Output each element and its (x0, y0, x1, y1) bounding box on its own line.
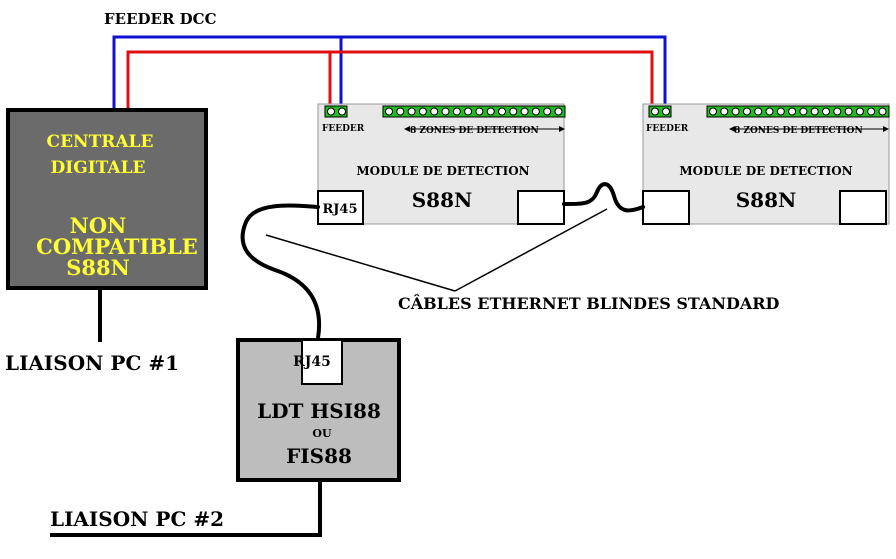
module2-rj45-out (839, 190, 887, 225)
feeder-terminal (648, 105, 672, 118)
screw-terminal (810, 107, 819, 116)
blue-wire-2 (341, 35, 667, 106)
zone-terminal-strip (706, 105, 890, 118)
screw-terminal (520, 107, 529, 116)
screw-terminal (475, 107, 484, 116)
screw-terminal (385, 107, 393, 116)
module1-name: S88N (412, 188, 473, 212)
screw-terminal (509, 107, 518, 116)
screw-terminal (486, 107, 495, 116)
cable-ldt-module1 (240, 203, 322, 340)
module1-rj45-out (517, 190, 565, 225)
screw-terminal (430, 107, 439, 116)
ethernet-cables (240, 182, 645, 340)
ldt-rj45-label: RJ45 (293, 354, 331, 370)
ldt-line2: OU (312, 427, 332, 440)
feeder-terminal (324, 105, 348, 118)
ldt-box: RJ45 LDT HSI88 OU FIS88 (236, 338, 401, 482)
screw-terminal (776, 107, 785, 116)
centrale-box: CENTRALE DIGITALE NON COMPATIBLE S88N (6, 108, 208, 290)
screw-terminal (878, 107, 887, 116)
screw-terminal (833, 107, 842, 116)
zone-terminals (709, 107, 887, 116)
detection-module-1: FEEDER 8 ZONES DE DETECTION MODULE DE DE… (317, 103, 566, 225)
screw-terminal (554, 107, 563, 116)
screw-terminal (742, 107, 751, 116)
screw-terminal (788, 107, 797, 116)
centrale-line2: DIGITALE (51, 158, 146, 178)
module1-rj45-label: RJ45 (322, 202, 357, 217)
module2-name: S88N (736, 188, 797, 212)
zone-terminal-strip (382, 105, 566, 118)
module2-title: MODULE DE DETECTION (679, 164, 852, 178)
centrale-line1: CENTRALE (47, 132, 154, 152)
screw-terminal (765, 107, 774, 116)
liaison-pc1-label: LIAISON PC #1 (5, 351, 179, 375)
screw-terminal (543, 107, 552, 116)
module1-title: MODULE DE DETECTION (356, 164, 529, 178)
cables-label: CÂBLES ETHERNET BLINDES STANDARD (398, 293, 780, 313)
screw-terminal (498, 107, 506, 116)
centrale-line3: NON (70, 213, 127, 238)
screw-terminal (452, 107, 461, 116)
screw-terminal (720, 107, 729, 116)
ldt-line1: LDT HSI88 (257, 399, 381, 423)
blue-wire (112, 35, 343, 112)
ldt-line3: FIS88 (286, 444, 352, 468)
screw-terminal (731, 107, 740, 116)
screw-terminal (418, 107, 427, 116)
module2-rj45-in (642, 190, 690, 225)
module1-feeder-label: FEEDER (322, 124, 365, 134)
module2-feeder-label: FEEDER (646, 124, 689, 134)
screw-terminal (844, 107, 853, 116)
liaison-pc2-label: LIAISON PC #2 (50, 507, 224, 531)
module1-zones-label: 8 ZONES DE DETECTION (410, 126, 539, 136)
screw-terminal (464, 107, 473, 116)
centrale-line4: COMPATIBLE (36, 234, 198, 259)
centrale-line5: S88N (66, 255, 130, 280)
module2-zones-label: 8 ZONES DE DETECTION (734, 126, 863, 136)
feeder-wires (112, 35, 667, 112)
screw-terminal (754, 107, 763, 116)
screw-terminal (799, 107, 808, 116)
cable-module1-module2 (562, 182, 645, 213)
screw-terminal (531, 107, 540, 116)
screw-terminal (407, 107, 416, 116)
zone-terminals (385, 107, 563, 116)
screw-terminal (396, 107, 405, 116)
screw-terminal (855, 107, 864, 116)
red-wire-2 (330, 50, 654, 106)
screw-terminal (867, 107, 876, 116)
detection-module-2: FEEDER 8 ZONES DE DETECTION MODULE DE DE… (642, 103, 890, 225)
screw-terminal (441, 107, 450, 116)
screw-terminal (709, 107, 717, 116)
feeder-dcc-label: FEEDER DCC (104, 10, 217, 28)
red-wire (126, 50, 332, 112)
ldt-rj45 (301, 339, 343, 385)
label-pointer-lines (265, 208, 608, 292)
pc2-link-line (50, 482, 322, 537)
screw-terminal (822, 107, 830, 116)
